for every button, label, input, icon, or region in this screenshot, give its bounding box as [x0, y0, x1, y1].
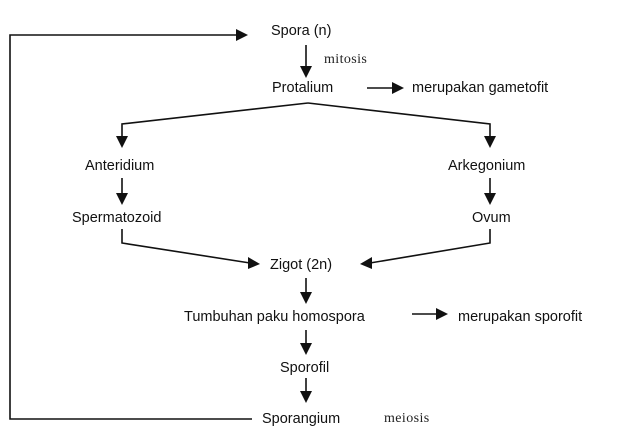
arrow-tumbuhan-to-sporofil	[300, 330, 312, 355]
annotation-meiosis: meiosis	[384, 411, 430, 426]
node-spora: Spora (n)	[271, 23, 332, 39]
node-tumbuhan-paku-homospora: Tumbuhan paku homospora	[184, 309, 365, 325]
arrow-ovum-to-zigot	[360, 229, 491, 269]
annotation-mitosis: mitosis	[324, 52, 368, 67]
arrow-sporofil-to-sporangium	[300, 378, 312, 403]
arrow-protalium-to-gametofit	[367, 82, 404, 94]
arrow-sporangium-to-spora-loop	[9, 29, 252, 420]
arrow-tumbuhan-to-sporofit	[412, 308, 448, 320]
node-anteridium: Anteridium	[85, 158, 155, 174]
arrow-anteridium-to-spermatozoid	[116, 178, 128, 205]
node-protalium: Protalium	[272, 80, 334, 96]
node-zigot: Zigot (2n)	[270, 257, 333, 273]
node-ovum: Ovum	[472, 210, 511, 226]
arrow-zigot-to-tumbuhan	[300, 278, 312, 304]
node-sporofil: Sporofil	[280, 360, 330, 376]
arrow-spora-to-protalium	[300, 45, 312, 78]
node-spermatozoid: Spermatozoid	[72, 210, 162, 226]
arrow-protalium-to-arkegonium	[307, 102, 496, 148]
arrow-spermatozoid-to-zigot	[121, 229, 260, 269]
node-merupakan-sporofit: merupakan sporofit	[458, 309, 583, 325]
arrow-protalium-to-anteridium	[116, 102, 309, 148]
node-merupakan-gametofit: merupakan gametofit	[412, 80, 549, 96]
node-sporangium: Sporangium	[262, 411, 341, 427]
node-arkegonium: Arkegonium	[448, 158, 526, 174]
arrow-arkegonium-to-ovum	[484, 178, 496, 205]
